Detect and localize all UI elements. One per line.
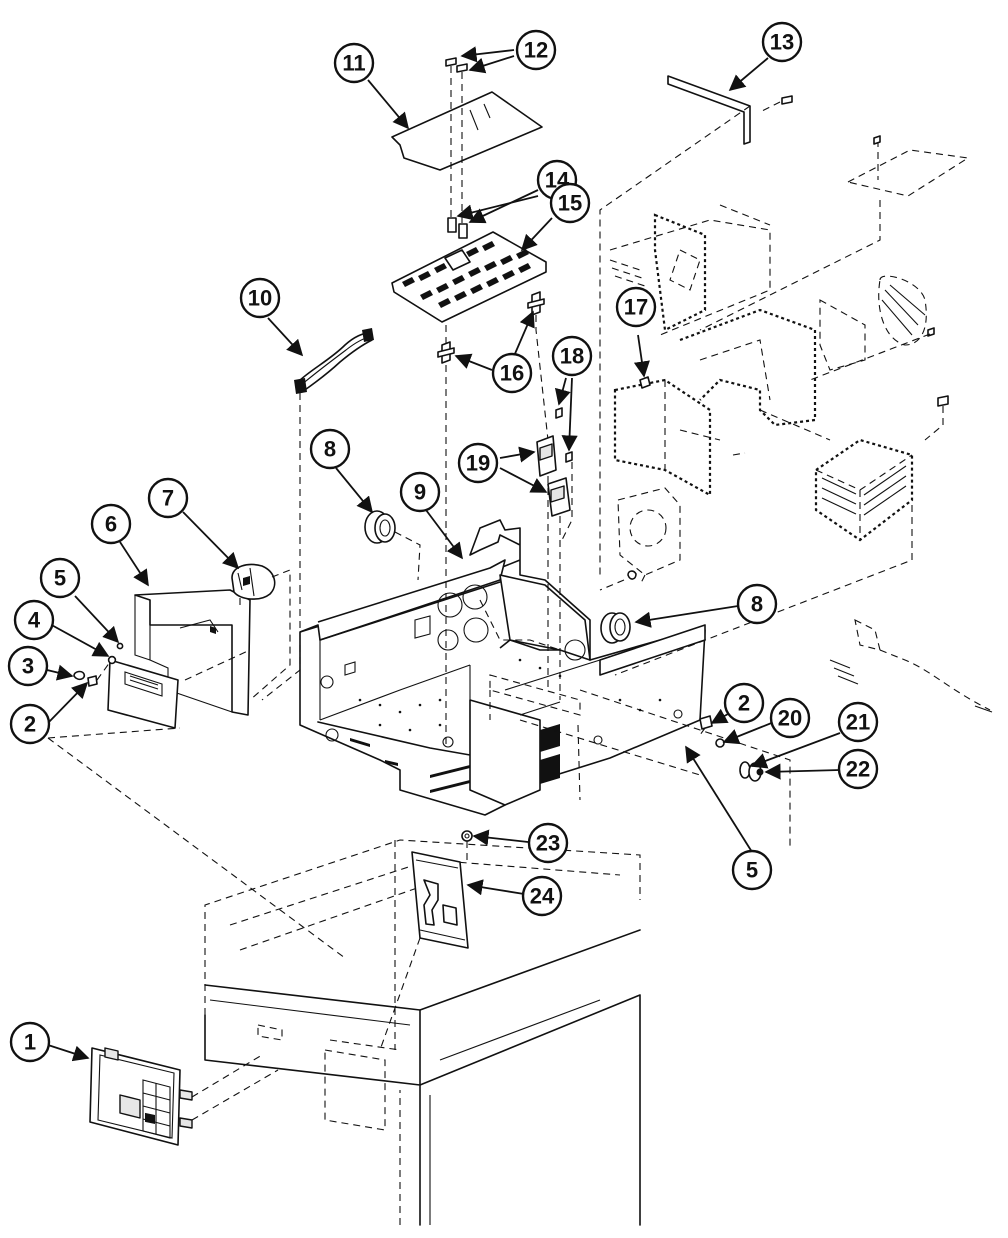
bushing-right [600,612,631,644]
callout-21: 21 [837,701,879,743]
callout-5-right-label: 5 [746,858,758,883]
callout-1: 1 [9,1021,51,1063]
callout-11-label: 11 [342,51,365,76]
ribbon-cable [261,328,374,701]
callout-11: 11 [333,42,375,84]
callout-12: 12 [515,29,557,71]
callout-1-label: 1 [24,1030,36,1055]
callout-20-label: 20 [778,706,802,731]
callout-6: 6 [90,503,132,545]
main-chassis [299,519,791,850]
shield-plate [391,91,543,171]
callout-16-label: 16 [500,361,524,386]
callout-22: 22 [837,748,879,790]
callout-2-right: 2 [723,682,765,724]
callout-21-label: 21 [846,710,870,735]
callout-19-label: 19 [466,451,490,476]
callout-20: 20 [769,697,811,739]
bushing-left [364,510,421,581]
callout-4-label: 4 [28,608,41,633]
callout-5-right: 5 [731,849,773,891]
callout-13-label: 13 [770,30,794,55]
callout-7: 7 [147,477,189,519]
callout-15: 15 [549,182,591,224]
control-panel-group [47,563,291,739]
main-pcb [391,231,547,323]
callout-2-right-label: 2 [738,691,750,716]
callout-5-left: 5 [39,557,81,599]
callout-2-left: 2 [9,703,51,745]
callout-16: 16 [491,352,533,394]
callout-24-label: 24 [530,884,555,909]
callout-8-right-label: 8 [751,592,763,617]
callout-7-label: 7 [162,486,174,511]
callout-18-label: 18 [560,344,584,369]
callout-9: 9 [399,471,441,513]
callout-8-left-label: 8 [324,437,336,462]
screws-12 [445,57,468,230]
standoffs-14 [447,217,468,239]
callout-18: 18 [551,335,593,377]
keypad-overlay [89,1047,279,1146]
callout-4: 4 [13,599,55,641]
callout-12-label: 12 [524,38,548,63]
alignment-lines [47,599,581,1050]
callout-5-left-label: 5 [54,566,66,591]
callout-10: 10 [239,277,281,319]
callout-3-label: 3 [22,654,34,679]
callout-17-label: 17 [624,295,648,320]
standoffs-16 [437,291,549,745]
callout-13: 13 [761,21,803,63]
callout-3: 3 [7,645,49,687]
callout-24: 24 [521,875,563,917]
cover-bracket-13 [599,75,793,575]
relays-19 [536,407,573,700]
callout-9-label: 9 [414,480,426,505]
callout-19: 19 [457,442,499,484]
callout-23: 23 [527,822,569,864]
callout-2-left-label: 2 [24,712,36,737]
callout-8-right: 8 [736,583,778,625]
callout-6-label: 6 [105,512,117,537]
callout-8-left: 8 [309,428,351,470]
callout-15-label: 15 [558,191,582,216]
fan-heatsink-assembly [599,135,993,713]
callout-10-label: 10 [248,286,272,311]
callout-22-label: 22 [846,757,870,782]
mounting-bracket-24 [379,830,473,1051]
callout-23-label: 23 [536,831,560,856]
leader-lines [46,46,841,1062]
callout-17: 17 [615,286,657,328]
